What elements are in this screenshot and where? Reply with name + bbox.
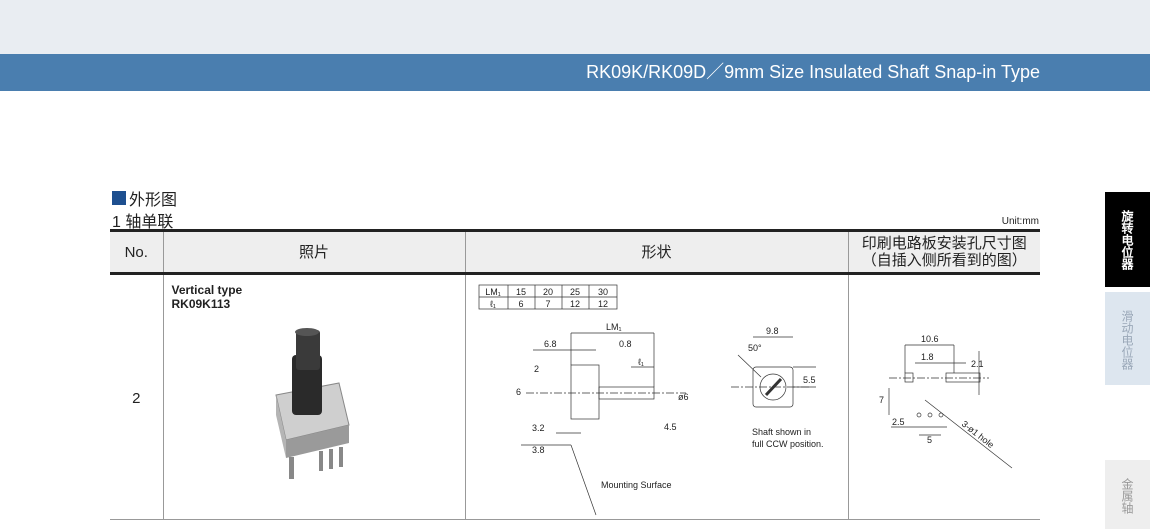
lm-cell: 25 [569, 287, 579, 297]
dim-2: 2 [534, 364, 539, 374]
note-line2: full CCW position. [752, 439, 824, 449]
header-pcb-line1: 印刷电路板安装孔尺寸图 [861, 235, 1027, 252]
lm-cell: LM₁ [485, 287, 501, 297]
header-photo: 照片 [162, 229, 465, 275]
front-view: 9.8 50° 5.5 Shaft shown in full CCW posi… [730, 326, 824, 449]
dimension-drawing: LM₁ 15 20 25 30 ℓ₁ 6 7 12 12 LM₁ 6.8 0.8 ℓ₁ 2 6 … [478, 284, 824, 516]
dim-1-8: 1.8 [921, 352, 934, 362]
cell-pcb: 10.6 1.8 2.1 7 2.5 5 3-ø1 hole [847, 273, 1040, 520]
dim-3-2: 3.2 [532, 423, 545, 433]
product-photo [274, 328, 350, 479]
header-no: No. [110, 229, 163, 275]
dim-7: 7 [879, 395, 884, 405]
section-title-text: 外形图 [129, 192, 178, 209]
dim-50-deg: 50° [748, 343, 762, 353]
dim-4-5: 4.5 [664, 422, 677, 432]
section-subtitle: 1 轴单联 [112, 214, 174, 231]
unit-label: Unit:mm [1001, 216, 1039, 227]
lm-cell: 20 [542, 287, 552, 297]
side-tab-slide[interactable]: 滑动电位器 [1105, 292, 1150, 385]
dim-6: 6 [516, 387, 521, 397]
side-view: LM₁ 6.8 0.8 ℓ₁ 2 6 ø6 4.5 3.2 3.8 Mounti… [516, 322, 689, 516]
dim-l1: ℓ₁ [638, 357, 644, 367]
lm-cell: 6 [518, 299, 523, 309]
side-tab-metal-shaft[interactable]: 金属轴 [1105, 460, 1150, 529]
row-number: 2 [132, 390, 141, 407]
dim-5-5: 5.5 [803, 375, 816, 385]
section-title: 外形图 [112, 186, 177, 210]
dim-0-8: 0.8 [619, 339, 632, 349]
lm-table: LM₁ 15 20 25 30 ℓ₁ 6 7 12 12 [478, 284, 617, 310]
hole-label: 3-ø1 hole [959, 419, 995, 450]
header-pcb-line2: （自插入侧所看到的图） [861, 252, 1027, 269]
dim-3-8: 3.8 [532, 445, 545, 455]
lm-cell: 12 [569, 299, 579, 309]
header-bar: RK09K/RK09D／9mm Size Insulated Shaft Sna… [0, 54, 1150, 91]
lm-cell: 12 [597, 299, 607, 309]
dim-phi6: ø6 [678, 392, 689, 402]
header-pcb: 印刷电路板安装孔尺寸图（自插入侧所看到的图） [847, 229, 1040, 275]
square-bullet-icon [112, 191, 126, 205]
mounting-surface-label: Mounting Surface [601, 480, 672, 490]
lm-cell: 15 [515, 287, 525, 297]
product-model: RK09K113 [171, 297, 231, 311]
dim-2-1: 2.1 [971, 359, 984, 369]
lm-cell: 30 [597, 287, 607, 297]
dim-10-6: 10.6 [921, 334, 939, 344]
top-band [0, 0, 1150, 54]
lm-cell: ℓ₁ [490, 299, 496, 309]
dim-lm1: LM₁ [606, 322, 622, 332]
note-line1: Shaft shown in [752, 427, 811, 437]
dim-2-5: 2.5 [892, 417, 905, 427]
spec-table: No. 照片 形状 印刷电路板安装孔尺寸图（自插入侧所看到的图） 2 Verti… [110, 229, 1040, 520]
dim-5: 5 [927, 435, 932, 445]
header-title: RK09K/RK09D／9mm Size Insulated Shaft Sna… [586, 62, 1040, 82]
product-type: Vertical type [171, 283, 243, 297]
cell-no: 2 [110, 273, 163, 520]
header-shape: 形状 [464, 229, 848, 275]
cell-drawing: LM₁ 15 20 25 30 ℓ₁ 6 7 12 12 LM₁ 6.8 0.8 ℓ₁ 2 6 … [464, 273, 848, 520]
side-tab-rotary[interactable]: 旋转电位器 [1105, 192, 1150, 287]
dim-6-8: 6.8 [544, 339, 557, 349]
lm-cell: 7 [545, 299, 550, 309]
dim-9-8: 9.8 [766, 326, 779, 336]
pcb-hole-drawing: 10.6 1.8 2.1 7 2.5 5 3-ø1 hole [879, 334, 1012, 469]
